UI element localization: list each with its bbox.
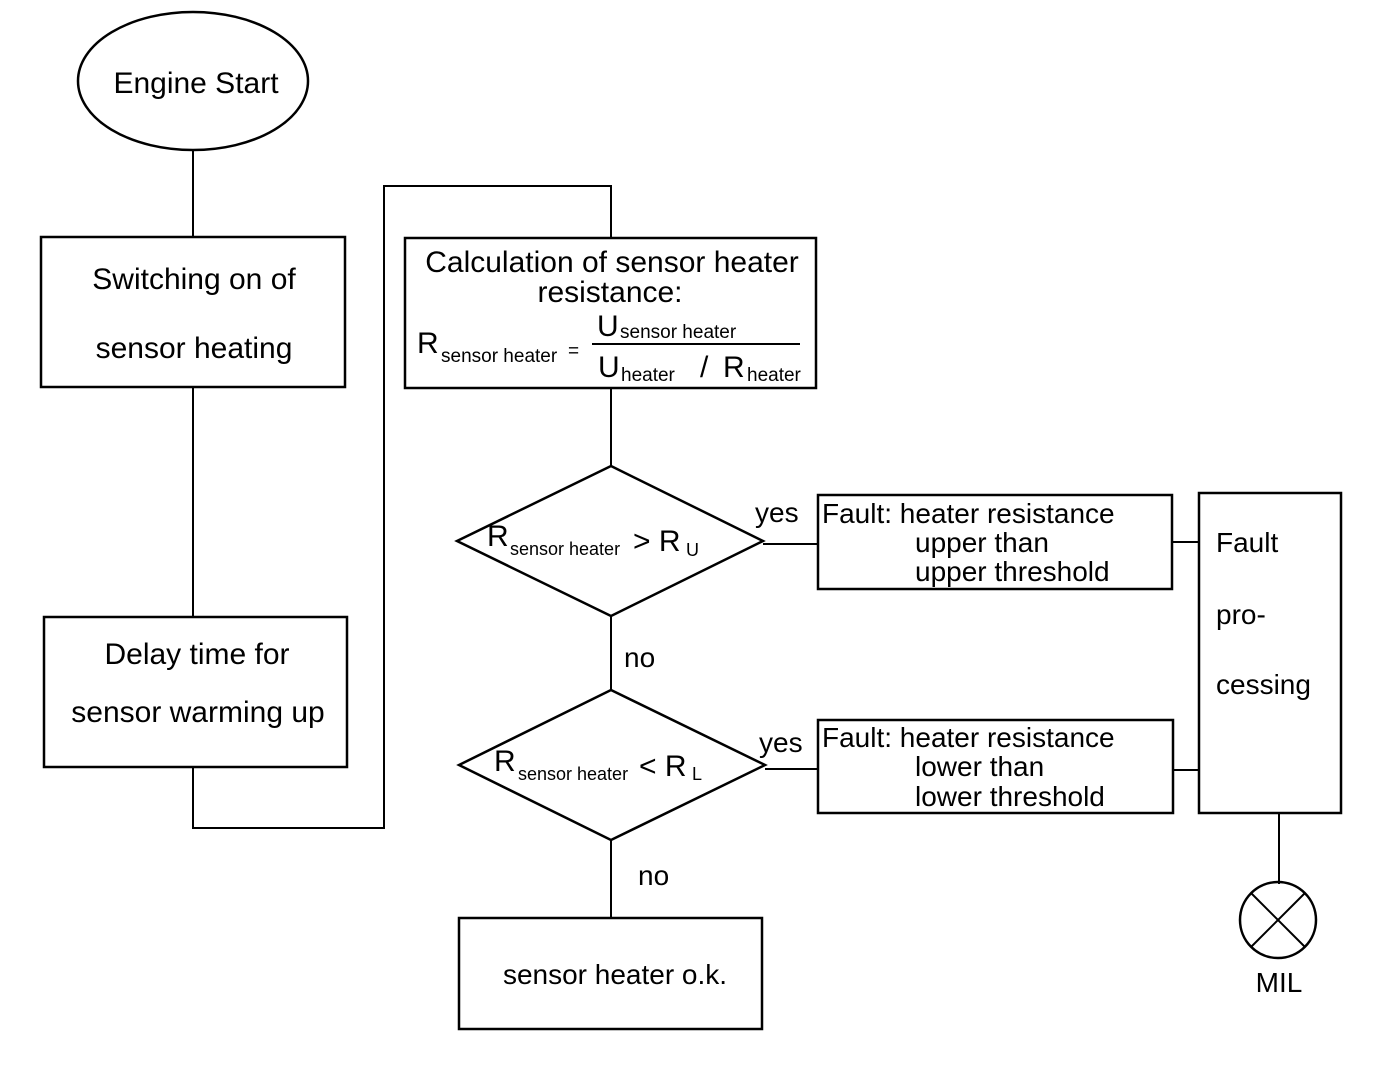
- label-yes-upper: yes: [755, 497, 799, 528]
- delay-box: [42, 615, 349, 769]
- formula-lhs-symbol: R: [417, 327, 439, 360]
- engine-start-node: Engine Start: [76, 10, 310, 152]
- fault-upper-node: Fault: heater resistance upper than uppe…: [816, 493, 1174, 591]
- calculation-node: Calculation of sensor heater resistance:…: [403, 236, 818, 390]
- resistance-formula: R sensor heater = U sensor heater U heat…: [417, 310, 802, 386]
- fault-processing-line2: pro-: [1216, 599, 1266, 630]
- switching-line2: sensor heating: [96, 332, 293, 365]
- switching-box: [39, 235, 347, 389]
- decision-upper-operator: > R: [633, 525, 681, 558]
- fault-upper-line3: upper threshold: [915, 556, 1110, 587]
- label-no-lower: no: [638, 860, 669, 891]
- switching-node: Switching on of sensor heating: [39, 235, 347, 389]
- formula-equals: =: [568, 341, 579, 362]
- calculation-box: [403, 236, 818, 390]
- calculation-line1: Calculation of sensor heater: [425, 246, 799, 279]
- engine-start-label: Engine Start: [113, 67, 279, 100]
- fault-lower-line1: Fault: heater resistance: [822, 722, 1115, 753]
- decision-lower-threshold-subscript: L: [692, 764, 702, 784]
- fault-processing-line1: Fault: [1216, 527, 1278, 558]
- decision-upper-node: R sensor heater > R U: [454, 464, 766, 618]
- fault-processing-box: [1197, 491, 1343, 815]
- decision-upper-diamond: [454, 464, 766, 618]
- decision-lower-diamond: [456, 688, 768, 842]
- switching-line1: Switching on of: [92, 263, 296, 296]
- connector-delay-to-calculation: [192, 185, 612, 829]
- fault-upper-line2: upper than: [915, 527, 1049, 558]
- fault-upper-line1: Fault: heater resistance: [822, 498, 1115, 529]
- mil-node: MIL: [1238, 880, 1318, 998]
- decision-upper-subscript: sensor heater: [510, 539, 620, 559]
- formula-denominator-symbol-1: U: [598, 351, 620, 384]
- decision-upper-symbol: R: [487, 520, 509, 553]
- ok-box: [457, 916, 764, 1031]
- fault-lower-line3: lower threshold: [915, 781, 1105, 812]
- fault-lower-node: Fault: heater resistance lower than lowe…: [816, 718, 1175, 815]
- formula-denominator-symbol-2: R: [723, 351, 745, 384]
- label-yes-lower: yes: [759, 727, 803, 758]
- formula-denominator-subscript-2: heater: [747, 365, 802, 386]
- calculation-line2: resistance:: [537, 276, 682, 309]
- lamp-cross-icon: [1238, 880, 1318, 960]
- delay-line2: sensor warming up: [71, 696, 324, 729]
- decision-lower-subscript: sensor heater: [518, 764, 628, 784]
- formula-slash: /: [700, 351, 709, 384]
- branch-labels: yes no yes no: [624, 497, 803, 891]
- formula-numerator-subscript: sensor heater: [620, 322, 737, 343]
- delay-line1: Delay time for: [104, 638, 289, 671]
- formula-numerator-symbol: U: [597, 310, 619, 343]
- decision-lower-symbol: R: [494, 745, 516, 778]
- mil-label: MIL: [1256, 967, 1303, 998]
- fault-lower-box: [816, 718, 1175, 815]
- ok-label: sensor heater o.k.: [503, 959, 727, 990]
- decision-upper-threshold-subscript: U: [686, 540, 699, 560]
- fault-processing-line3: cessing: [1216, 669, 1311, 700]
- ok-node: sensor heater o.k.: [457, 916, 764, 1031]
- decision-lower-node: R sensor heater < R L: [456, 688, 768, 842]
- label-no-upper: no: [624, 642, 655, 673]
- decision-lower-operator: < R: [639, 750, 687, 783]
- delay-node: Delay time for sensor warming up: [42, 615, 349, 769]
- formula-denominator-subscript-1: heater: [621, 365, 676, 386]
- fault-processing-node: Fault pro- cessing: [1197, 491, 1343, 815]
- engine-start-ellipse: [76, 10, 310, 152]
- formula-lhs-subscript: sensor heater: [441, 346, 558, 367]
- connectors: [192, 150, 1280, 918]
- fault-upper-box: [816, 493, 1174, 591]
- fault-lower-line2: lower than: [915, 751, 1044, 782]
